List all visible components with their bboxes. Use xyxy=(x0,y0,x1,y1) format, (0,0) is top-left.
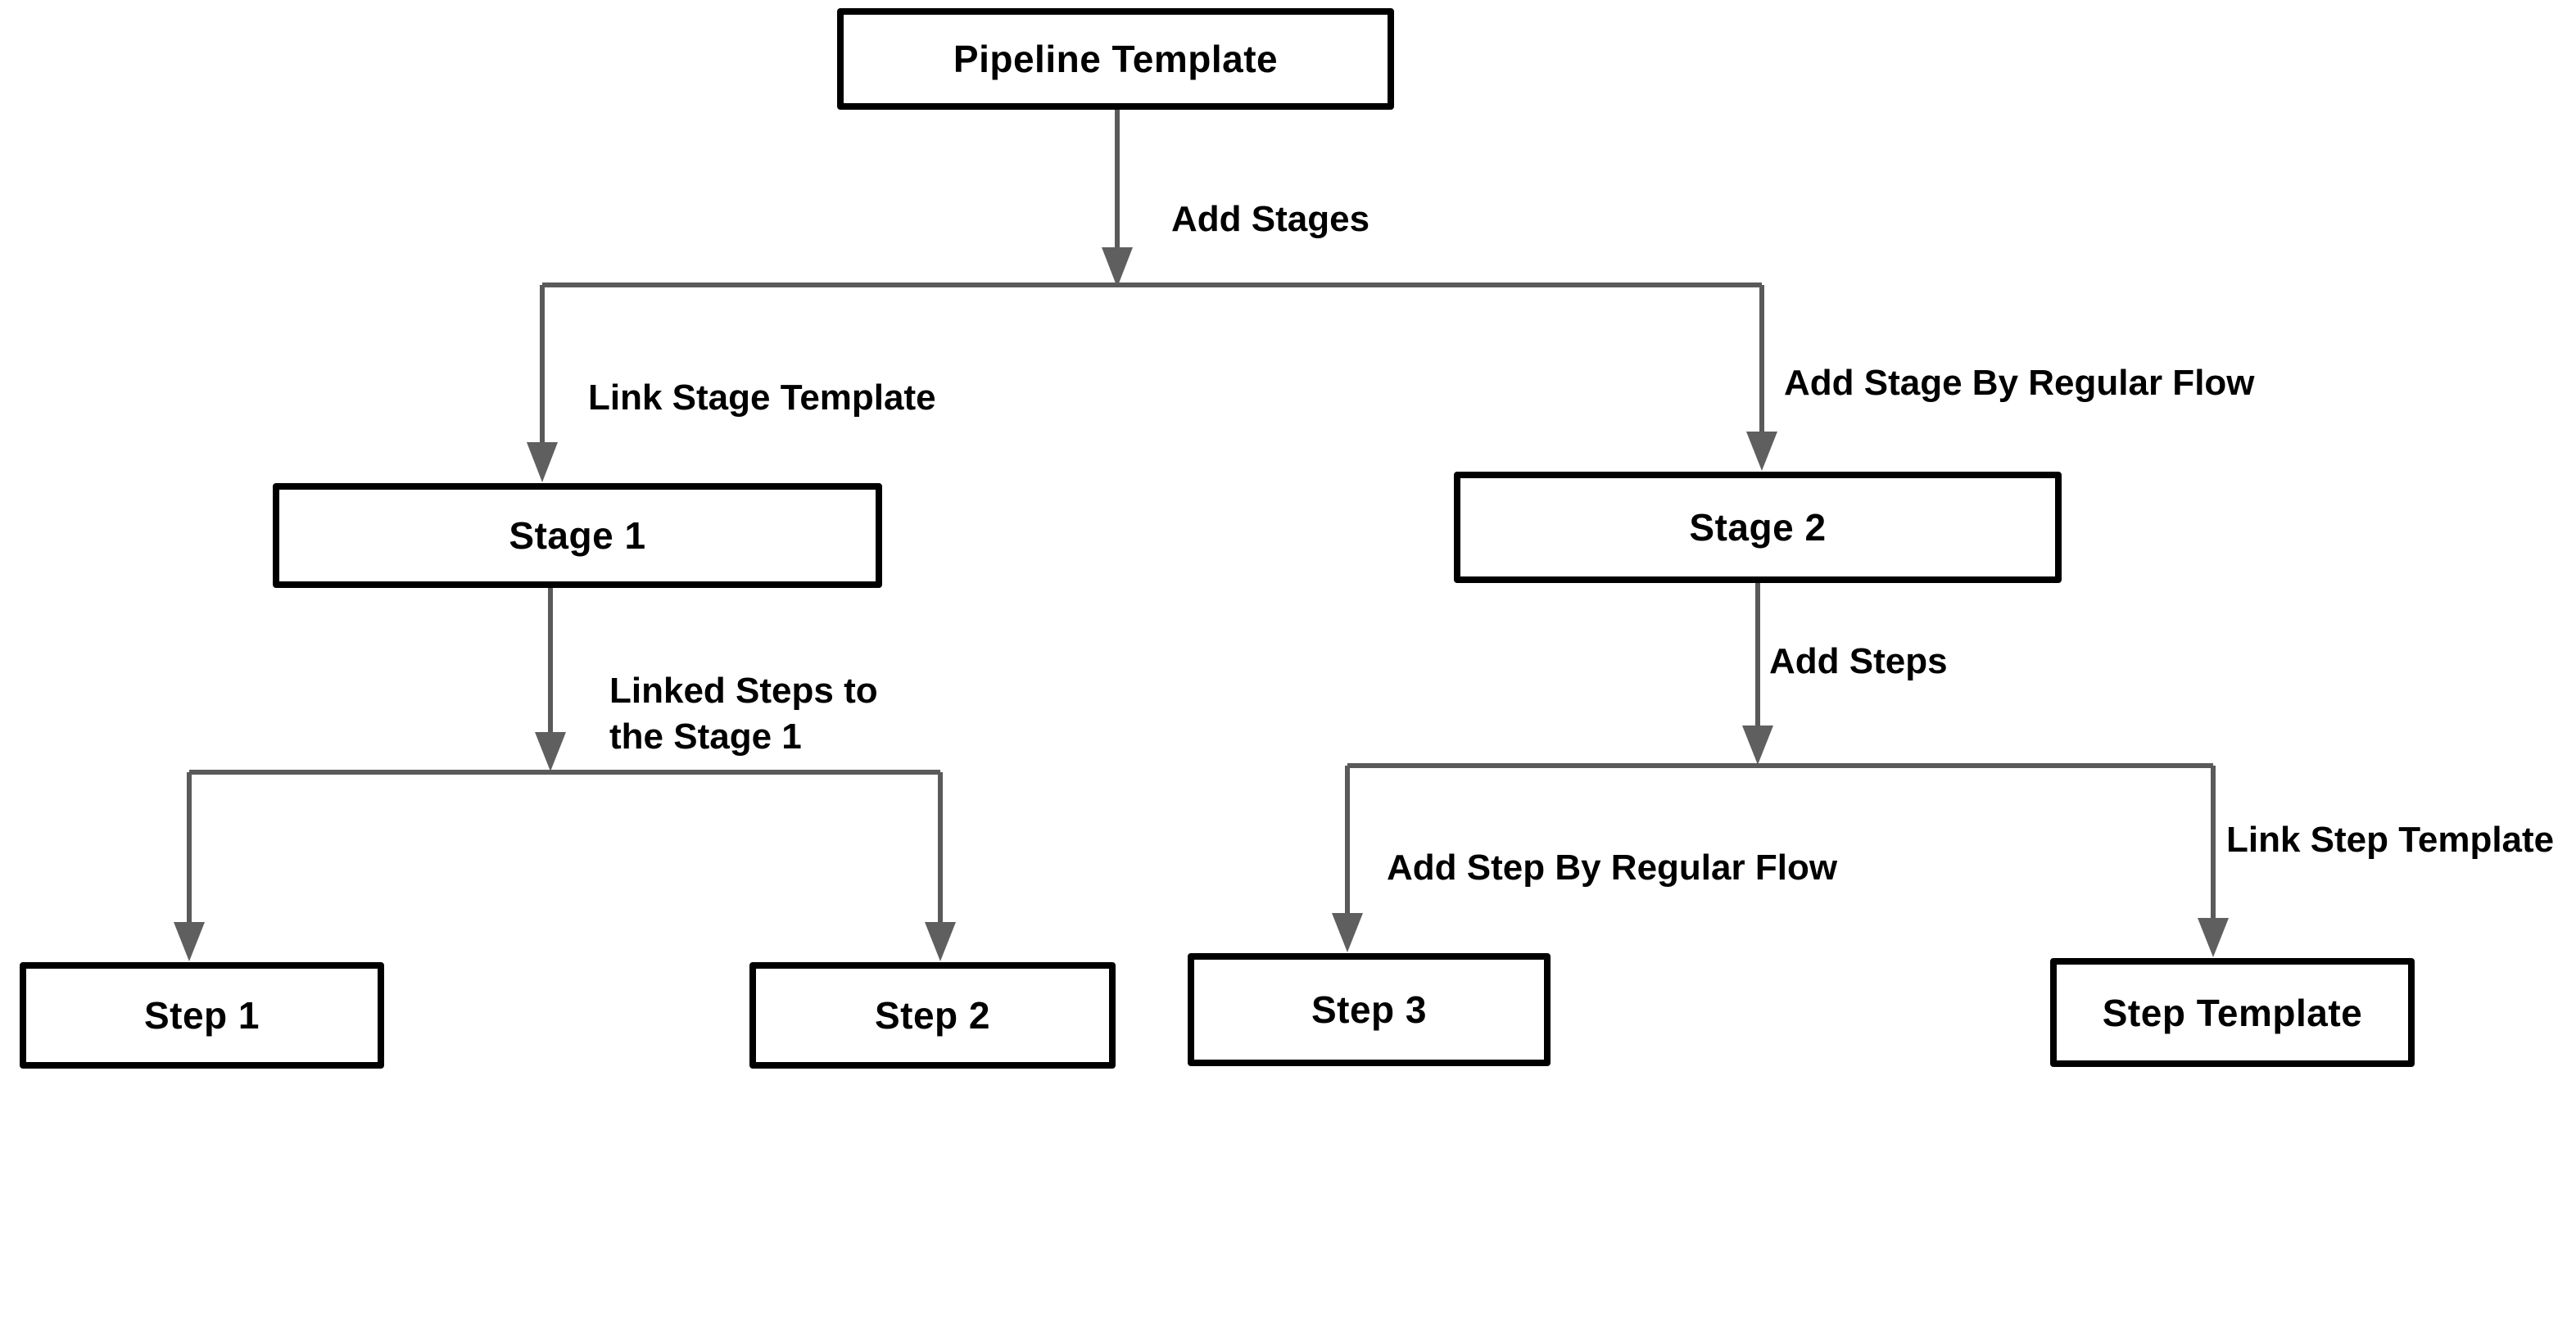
node-label: Step 3 xyxy=(1311,988,1428,1031)
arrowhead-down-icon xyxy=(2198,918,2229,957)
arrowhead-down-icon xyxy=(527,442,558,482)
edge-pipeline-to-stages xyxy=(527,110,1777,482)
edge-label-linked-steps-to-stage-1: Linked Steps to the Stage 1 xyxy=(609,671,878,757)
arrowhead-down-icon xyxy=(174,922,205,961)
edge-label-add-stage-by-regular-flow: Add Stage By Regular Flow xyxy=(1784,363,2255,403)
edge-label-add-step-by-regular-flow: Add Step By Regular Flow xyxy=(1387,848,1838,888)
node-pipeline-template: Pipeline Template xyxy=(837,8,1394,110)
edge-label-add-stages: Add Stages xyxy=(1171,199,1370,239)
node-step-template: Step Template xyxy=(2050,958,2415,1067)
arrowhead-down-icon xyxy=(925,922,956,961)
edge-label-link-stage-template: Link Stage Template xyxy=(588,377,936,418)
node-label: Step 2 xyxy=(874,994,991,1037)
edge-label-link-step-template: Link Step Template xyxy=(2226,820,2555,860)
node-label: Step Template xyxy=(2102,991,2363,1034)
node-label: Pipeline Template xyxy=(953,38,1279,80)
edge-label-add-steps: Add Steps xyxy=(1769,641,1948,681)
node-stage-1: Stage 1 xyxy=(273,483,882,588)
node-label: Stage 1 xyxy=(509,514,646,557)
node-step-2: Step 2 xyxy=(749,962,1116,1069)
node-step-3: Step 3 xyxy=(1188,953,1551,1066)
arrowhead-down-icon xyxy=(535,732,566,771)
arrowhead-down-icon xyxy=(1332,913,1363,952)
node-label: Stage 2 xyxy=(1689,506,1827,549)
edge-stage2-to-steps xyxy=(1332,583,2229,957)
node-label: Step 1 xyxy=(143,994,260,1037)
node-stage-2: Stage 2 xyxy=(1454,472,2062,583)
node-step-1: Step 1 xyxy=(20,962,384,1069)
edge-stage1-to-steps xyxy=(174,588,956,961)
arrowhead-down-icon xyxy=(1102,247,1133,287)
arrowhead-down-icon xyxy=(1746,432,1777,471)
arrowhead-down-icon xyxy=(1742,726,1773,765)
